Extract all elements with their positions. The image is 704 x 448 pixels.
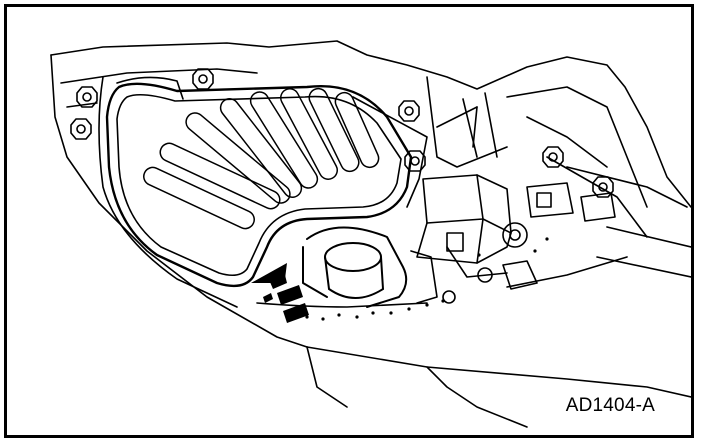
gasket-dots	[305, 237, 549, 321]
transmission-pan-illustration	[50, 40, 691, 428]
direction-arrow-icon	[251, 263, 309, 323]
oil-filter	[302, 226, 408, 308]
figure-id-label: AD1404-A	[565, 395, 655, 416]
transmission-case	[50, 40, 691, 428]
valve-body	[410, 106, 628, 304]
illustration-frame: AD1404-A	[4, 4, 694, 438]
bolt-icon	[70, 68, 614, 304]
pan-ribs	[143, 87, 380, 230]
oil-pan	[98, 76, 428, 308]
